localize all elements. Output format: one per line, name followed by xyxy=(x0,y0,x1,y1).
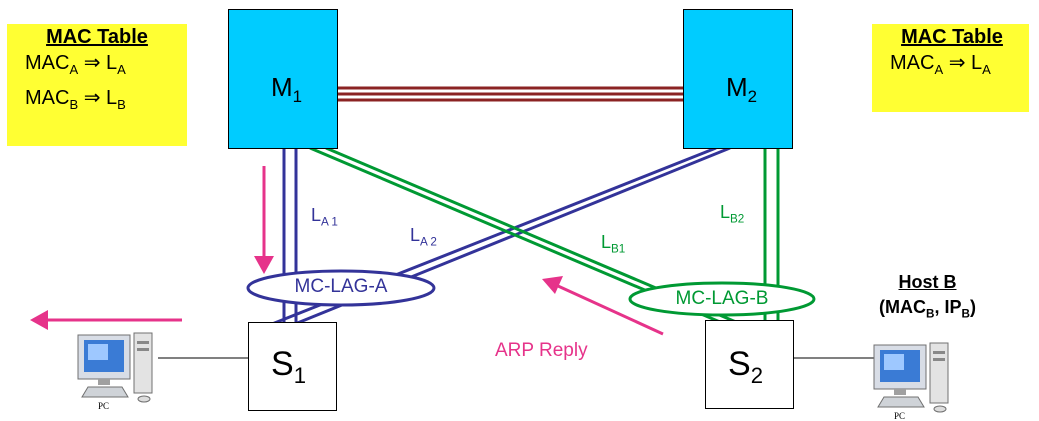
maps-to-arrow: ⇒ xyxy=(83,87,101,109)
mc-lag-a-ellipse xyxy=(246,269,436,307)
arrow-icon xyxy=(542,276,664,336)
mac-address: MAC xyxy=(25,52,70,74)
mac-table-title: MAC Table xyxy=(901,26,1003,48)
arrow-icon xyxy=(254,166,274,274)
mac-subscript: B xyxy=(69,97,79,112)
link-name: L xyxy=(106,87,118,109)
arrow-icon xyxy=(30,310,182,330)
mac-address: MAC xyxy=(25,87,70,109)
link-name: L xyxy=(971,52,983,74)
switch-m1-label: M1 xyxy=(271,72,303,107)
pc-right-caption: PC xyxy=(894,411,906,421)
switch-s2[interactable]: S2 xyxy=(705,320,794,409)
mc-lag-a-label: MC-LAG-A xyxy=(294,276,388,297)
mc-lag-b-label: MC-LAG-B xyxy=(675,288,769,309)
link-lb1-label: LB1 xyxy=(601,232,626,256)
switch-m2-label: M2 xyxy=(726,72,758,107)
link-subscript: B xyxy=(117,97,126,112)
link-name: L xyxy=(106,52,118,74)
mac-table-m2: MAC Table MACA ⇒ LA xyxy=(872,24,1029,112)
pc-left-caption: PC xyxy=(98,401,110,411)
arp-reply-label: ARP Reply xyxy=(495,340,588,361)
mac-entry: MACA ⇒ LA xyxy=(25,49,187,84)
switch-s1[interactable]: S1 xyxy=(248,322,337,411)
mac-table-title: MAC Table xyxy=(46,26,148,48)
switch-m2[interactable]: M2 xyxy=(683,9,793,149)
mac-entry: MACB ⇒ LB xyxy=(25,84,187,119)
link-la2-label: LA 2 xyxy=(410,225,437,249)
link-la1-label: LA 1 xyxy=(311,205,338,229)
host-b-title: Host B xyxy=(898,272,957,292)
switch-m1[interactable]: M1 xyxy=(228,9,338,149)
pc-left[interactable]: PC xyxy=(76,331,160,411)
link-subscript: A xyxy=(117,62,126,77)
pc-icon xyxy=(873,342,949,413)
mac-subscript: A xyxy=(69,62,79,77)
mac-address: MAC xyxy=(890,52,935,74)
pc-icon xyxy=(77,332,153,403)
pc-right[interactable]: PC xyxy=(872,341,956,421)
maps-to-arrow: ⇒ xyxy=(83,52,101,74)
mac-entry: MACA ⇒ LA xyxy=(890,49,1029,84)
host-b-label: Host B (MACB, IPB) xyxy=(850,272,1005,321)
switch-s2-label: S2 xyxy=(728,345,763,388)
link-subscript: A xyxy=(982,62,991,77)
inter-switch-link xyxy=(337,86,685,102)
maps-to-arrow: ⇒ xyxy=(948,52,966,74)
host-b-address: (MACB, IPB) xyxy=(879,297,976,321)
switch-s1-label: S1 xyxy=(271,345,306,388)
mac-table-m1: MAC Table MACA ⇒ LA MACB ⇒ LB xyxy=(7,24,187,146)
mc-lag-b-ellipse xyxy=(628,281,816,317)
mac-subscript: A xyxy=(934,62,944,77)
link-lb2-label: LB2 xyxy=(720,202,745,226)
